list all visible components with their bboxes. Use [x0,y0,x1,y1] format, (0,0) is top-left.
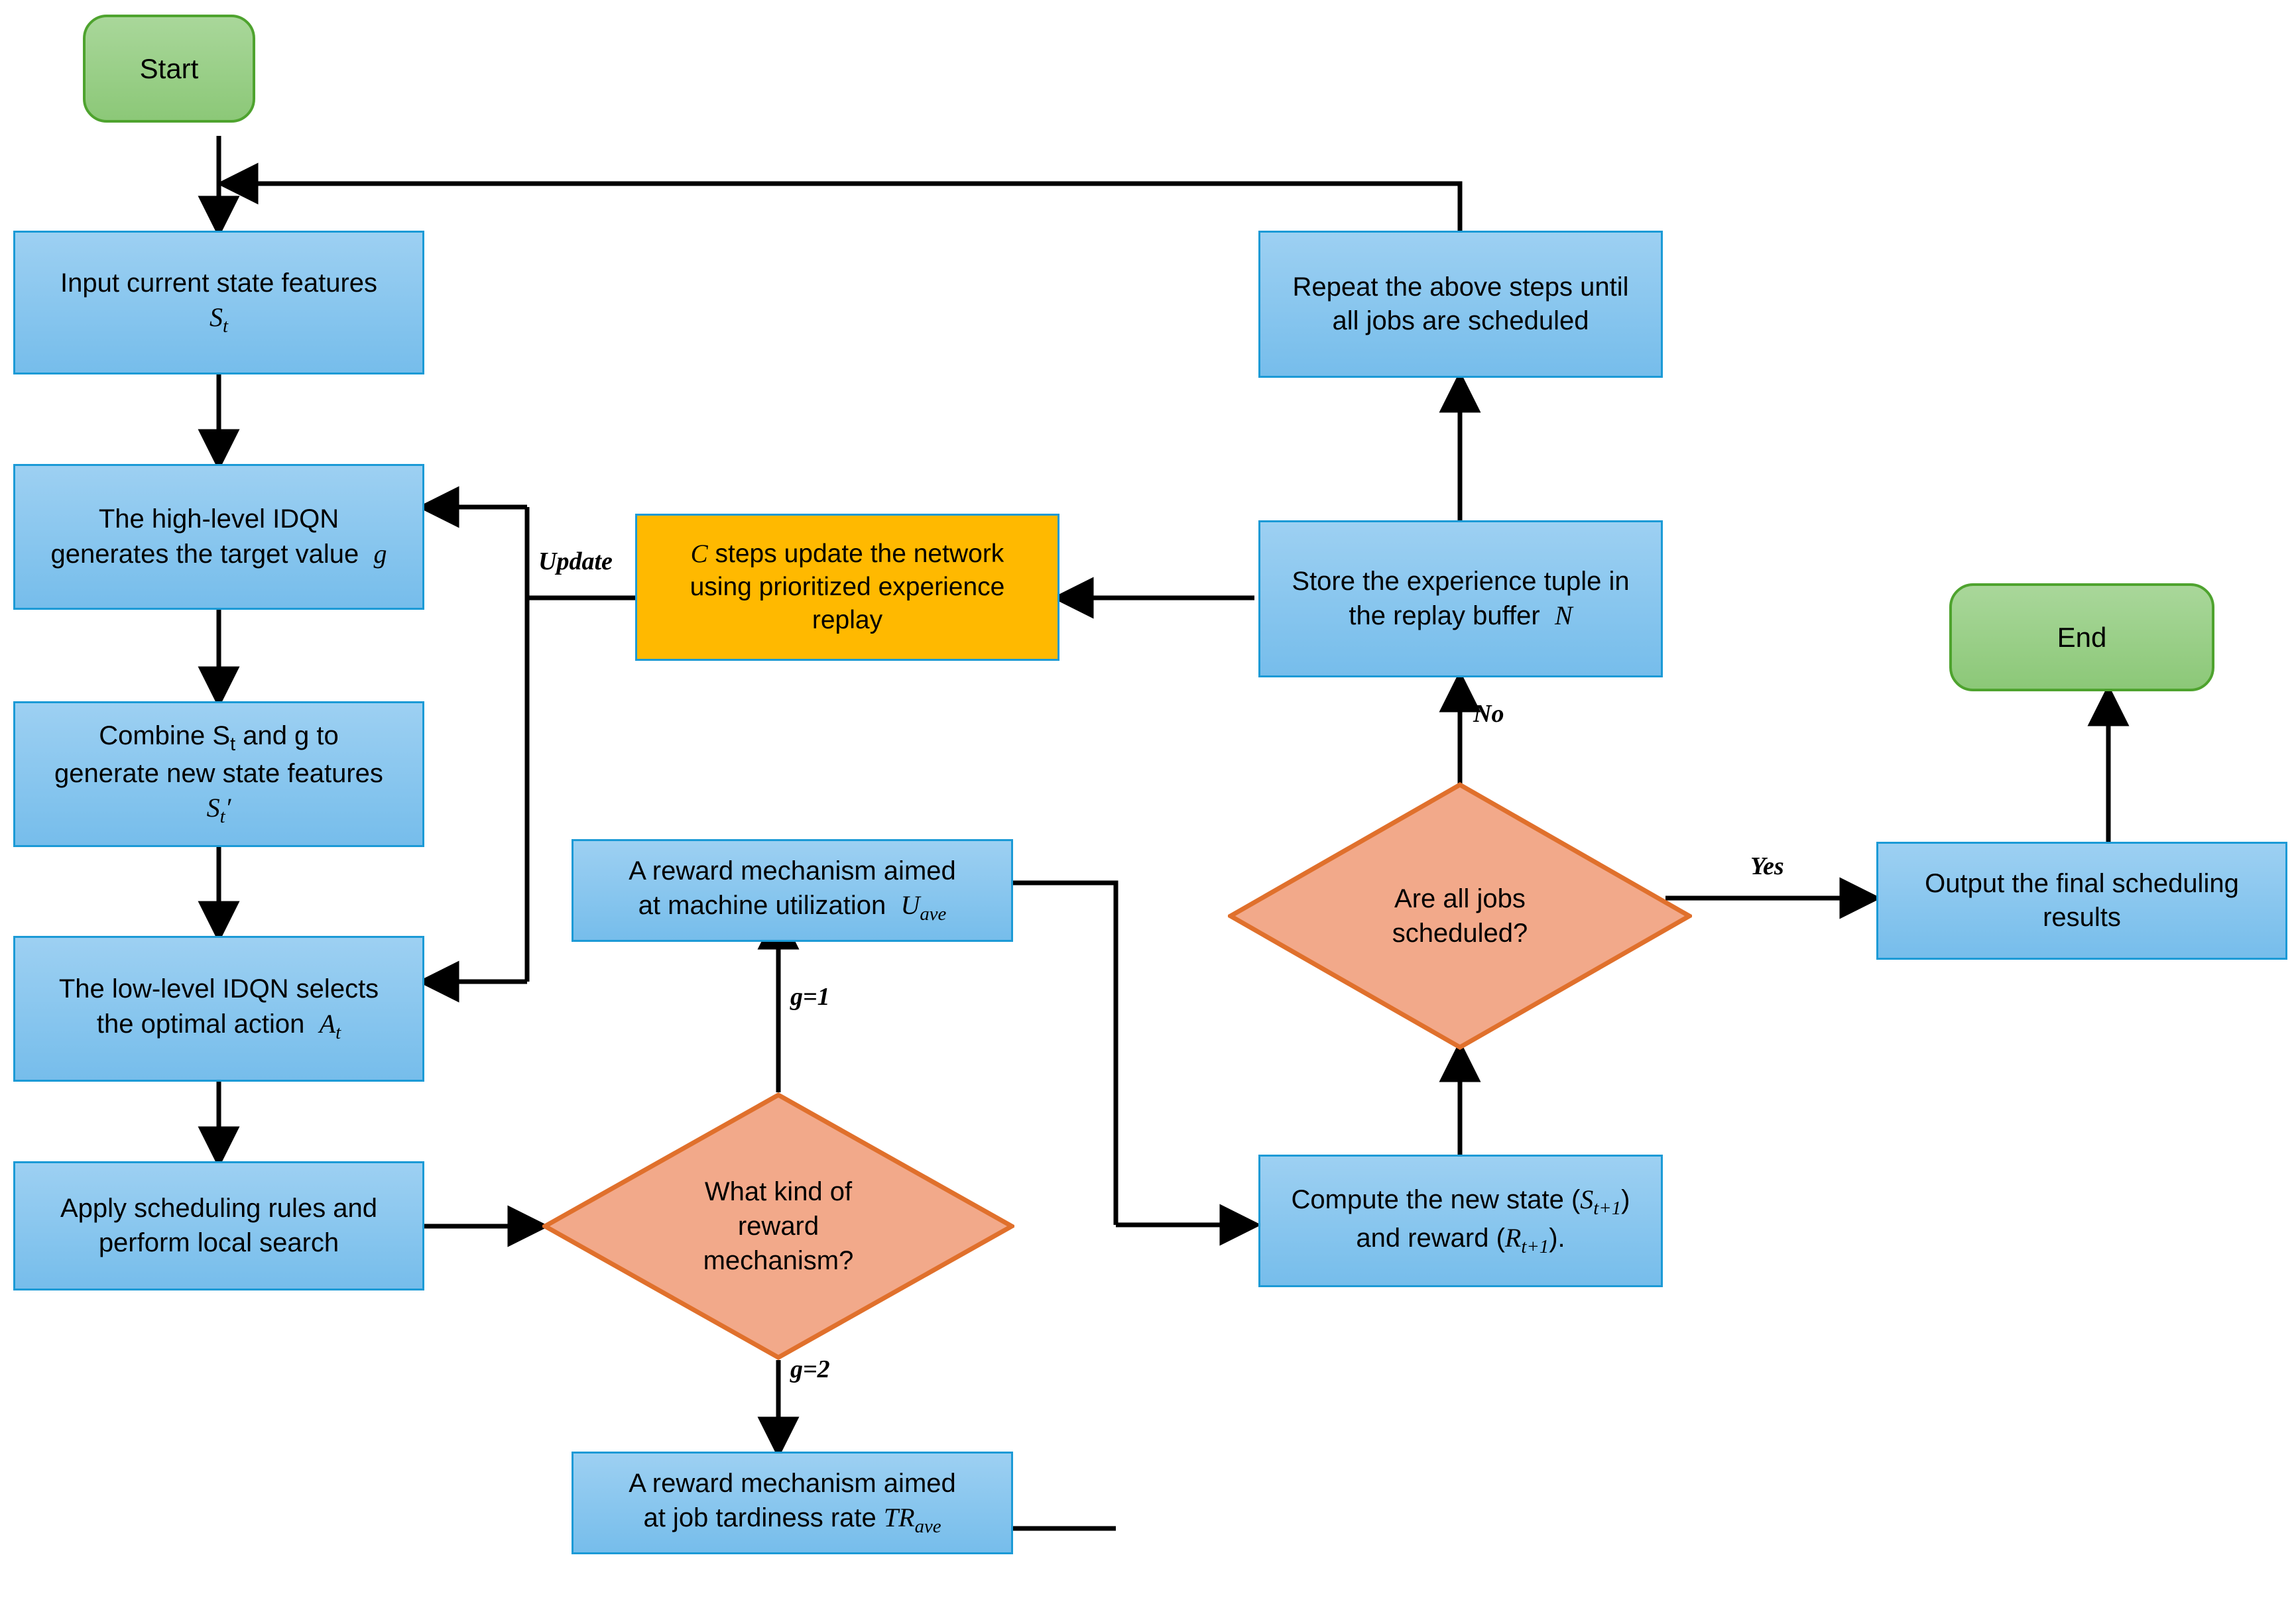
node-low-level-idqn[interactable]: The low-level IDQN selects the optimal a… [13,936,424,1082]
node-compute-new-state-label: Compute the new state (St+1) and reward … [1291,1184,1630,1257]
node-input-state[interactable]: Input current state features St [13,231,424,374]
node-compute-new-state[interactable]: Compute the new state (St+1) and reward … [1258,1155,1663,1287]
node-start-label: Start [139,52,199,84]
node-reward-job-tardiness-label: A reward mechanism aimed at job tardines… [629,1468,956,1538]
edge-label-no: No [1473,700,1504,728]
node-store-experience-tuple[interactable]: Store the experience tuple in the replay… [1258,520,1663,677]
node-repeat-steps-label: Repeat the above steps until all jobs ar… [1292,272,1629,335]
node-start[interactable]: Start [83,15,255,123]
node-c-steps-update-label: C steps update the network using priorit… [690,540,1005,634]
node-input-state-label: Input current state features St [60,268,378,337]
node-end[interactable]: End [1949,583,2214,691]
node-high-level-idqn[interactable]: The high-level IDQN generates the target… [13,464,424,610]
edge-label-g2: g=2 [790,1355,830,1383]
edge-util-to-merge [1013,880,1118,1225]
node-output-final-results-label: Output the final scheduling results [1925,868,2239,932]
node-reward-kind-label: What kind of reward mechanism? [703,1177,854,1275]
node-c-steps-update[interactable]: C steps update the network using priorit… [635,514,1059,661]
node-apply-rules[interactable]: Apply scheduling rules and perform local… [13,1161,424,1290]
node-store-experience-tuple-label: Store the experience tuple in the replay… [1292,566,1630,630]
node-output-final-results[interactable]: Output the final scheduling results [1876,842,2287,960]
node-reward-machine-utilization-label: A reward mechanism aimed at machine util… [629,856,956,925]
decision-diamond-shape [542,1092,1014,1360]
node-reward-kind-decision[interactable]: What kind of reward mechanism? [542,1092,1014,1360]
node-all-jobs-scheduled-decision[interactable]: Are all jobs scheduled? [1228,782,1692,1050]
node-reward-machine-utilization[interactable]: A reward mechanism aimed at machine util… [572,839,1013,942]
node-repeat-steps[interactable]: Repeat the above steps until all jobs ar… [1258,231,1663,378]
edge-label-update: Update [538,547,613,575]
node-high-level-idqn-label: The high-level IDQN generates the target… [50,504,387,569]
decision-diamond-shape [1228,782,1692,1050]
node-low-level-idqn-label: The low-level IDQN selects the optimal a… [58,974,379,1043]
node-end-label: End [2057,621,2107,653]
edge-label-yes: Yes [1750,852,1784,880]
node-apply-rules-label: Apply scheduling rules and perform local… [60,1194,378,1257]
edge-label-g1: g=1 [790,983,830,1011]
node-combine-state-label: Combine St and g to generate new state f… [54,721,383,828]
node-combine-state[interactable]: Combine St and g to generate new state f… [13,701,424,847]
node-all-jobs-scheduled-label: Are all jobs scheduled? [1392,884,1528,948]
node-reward-job-tardiness[interactable]: A reward mechanism aimed at job tardines… [572,1452,1013,1554]
edge-repeat-to-trunk [216,162,1463,231]
